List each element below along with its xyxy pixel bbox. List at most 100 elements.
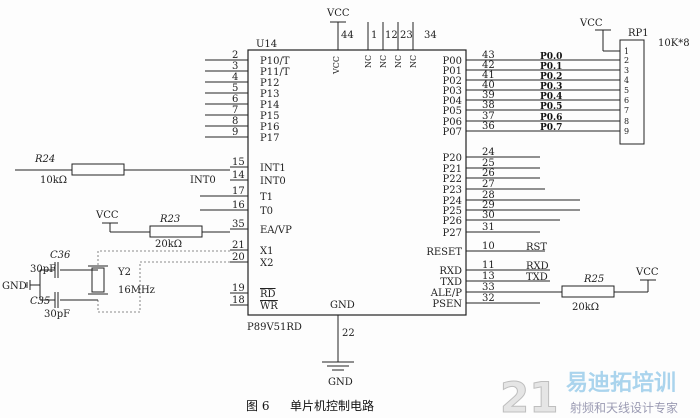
right-pin-num-10: 10 [482, 241, 495, 252]
rp1-pin-8: 8 [624, 117, 629, 126]
right-pin-num-11: 11 [482, 260, 495, 271]
p0-net-label-5: P0.5 [540, 102, 562, 112]
right-pin-name-28: P24 [443, 196, 462, 207]
left-pin-num-7: 7 [232, 105, 238, 116]
chip-ground: 22 GND GND [322, 300, 355, 388]
p0-net-label-3: P0.3 [540, 82, 562, 92]
pin-34-num: 34 [424, 30, 437, 41]
left-pin-num-15: 15 [232, 157, 245, 168]
right-pin-num-41: 41 [482, 70, 495, 81]
r23-ref: R23 [159, 214, 180, 225]
gnd-label: GND [328, 377, 353, 388]
left-pin-num-14: 14 [232, 170, 245, 181]
r24-ref: R24 [34, 154, 55, 165]
r25-value: 20kΩ [572, 302, 599, 313]
pin-23-num: 23 [400, 30, 413, 41]
pin-34-name: NC [409, 55, 418, 68]
right-pin-num-40: 40 [482, 80, 495, 91]
p0-net-label-0: P0.0 [540, 52, 562, 62]
right-stub-lines [500, 156, 580, 304]
caption-number: 图 6 [246, 399, 269, 413]
right-pin-num-30: 30 [482, 210, 495, 221]
left-pin-num-16: 16 [232, 200, 245, 211]
right-pin-num-13: 13 [482, 271, 495, 282]
pin-1-num: 1 [371, 30, 377, 41]
right-pin-name-39: P04 [443, 96, 462, 107]
right-pin-name-40: P03 [443, 86, 462, 97]
right-pin-num-26: 26 [482, 168, 495, 179]
chip-body [247, 49, 467, 316]
c35-ref: C35 [30, 296, 50, 307]
left-pin-name-18: WR [260, 301, 278, 312]
right-pin-name-11: RXD [439, 266, 462, 277]
rp1-pin-6: 6 [624, 96, 629, 105]
left-pin-name-8: P16 [260, 122, 279, 133]
left-pin-name-9: P17 [260, 133, 279, 144]
p0-net-label-6: P0.6 [540, 113, 562, 123]
r25-ref: R25 [583, 274, 604, 285]
right-pin-num-24: 24 [482, 147, 495, 158]
r25-vcc-label: VCC [635, 267, 659, 278]
left-pin-name-2: P10/T [260, 56, 290, 67]
right-pin-num-27: 27 [482, 179, 495, 190]
watermark-number: 21 [500, 373, 558, 418]
left-pin-name-7: P15 [260, 111, 279, 122]
rp1-pin-9: 9 [624, 127, 629, 136]
left-pin-num-5: 5 [232, 83, 238, 94]
crystal-circuit: Y2 16MHz GND C36 30pF C35 30pF [2, 250, 230, 320]
right-pin-name-43: P00 [443, 56, 462, 67]
left-pin-num-18: 18 [232, 295, 245, 306]
left-pin-num-19: 19 [232, 283, 245, 294]
left-pin-name-3: P11/T [260, 67, 290, 78]
right-pin-num-39: 39 [482, 90, 495, 101]
pin-23-name: NC [394, 55, 403, 68]
left-pin-name-14: INT0 [260, 176, 286, 187]
chip-ref: U14 [256, 39, 277, 50]
net-label-txd: TXD [526, 272, 548, 283]
right-pin-num-43: 43 [482, 50, 495, 61]
right-pin-name-33: ALE/P [430, 288, 463, 299]
right-pin-num-38: 38 [482, 100, 495, 111]
left-pin-num-17: 17 [232, 186, 245, 197]
rp1-pin-1: 1 [624, 47, 629, 56]
p0-net-label-2: P0.2 [540, 72, 562, 82]
left-pin-name-21: X1 [260, 246, 273, 257]
left-pin-name-15: INT1 [260, 163, 286, 174]
rp1-pin-7: 7 [624, 106, 629, 115]
right-pin-name-36: P07 [443, 127, 462, 138]
left-pin-name-4: P12 [260, 78, 279, 89]
left-pin-name-17: T1 [260, 192, 273, 203]
ea-vcc-label: VCC [95, 210, 119, 221]
right-pin-name-10: RESET [426, 247, 462, 258]
right-pin-name-31: P27 [443, 228, 462, 239]
net-label-rxd: RXD [526, 261, 549, 272]
left-pin-num-35: 35 [232, 219, 245, 230]
watermark-line2: 射频和天线设计专家 [570, 400, 678, 415]
right-pin-num-37: 37 [482, 111, 495, 122]
gnd-pin-num: 22 [342, 328, 355, 339]
net-label-rst: RST [526, 242, 547, 253]
right-pin-name-32: PSEN [432, 299, 462, 310]
right-pin-name-25: P21 [443, 164, 462, 175]
right-pin-num-28: 28 [482, 190, 495, 201]
rp1-value: 10K*8 [658, 38, 690, 49]
left-pin-name-6: P14 [260, 100, 279, 111]
right-pin-name-30: P26 [443, 216, 462, 227]
c36-value: 30pF [30, 264, 56, 275]
c36-ref: C36 [50, 250, 71, 261]
watermark: 21 易迪拓培训 射频和天线设计专家 [500, 370, 679, 418]
left-pin-num-4: 4 [232, 72, 238, 83]
pin-44-num: 44 [341, 30, 354, 41]
left-pin-num-21: 21 [232, 240, 245, 251]
right-pin-name-26: P22 [443, 174, 462, 185]
rp1-pin-5: 5 [624, 86, 629, 95]
right-pin-name-41: P02 [443, 76, 462, 87]
p0-net-label-7: P0.7 [540, 123, 562, 133]
rp1-pin-2: 2 [624, 56, 629, 65]
c35-value: 30pF [44, 309, 70, 320]
left-pin-name-20: X2 [260, 258, 273, 269]
left-pin-num-6: 6 [232, 94, 238, 105]
rp1-pin-4: 4 [624, 76, 629, 85]
